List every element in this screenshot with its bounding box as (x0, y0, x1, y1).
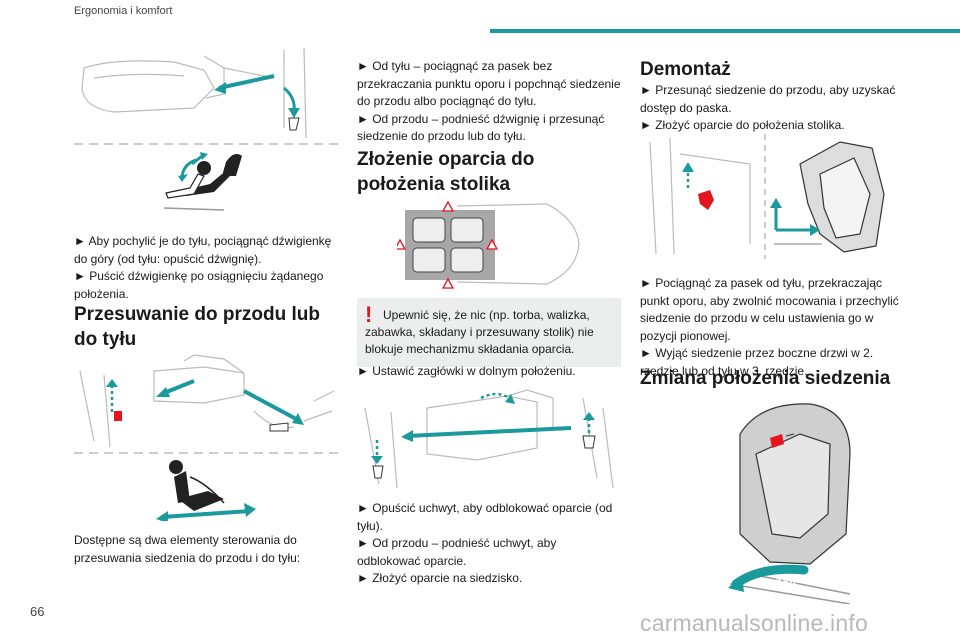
slide-instructions: ► Od tyłu – pociągnąć za pasek bez przek… (357, 58, 621, 146)
seat-layout-diagram (397, 200, 587, 290)
seat-rotation-illustration: 180° (700, 394, 870, 604)
header-bar (490, 29, 960, 33)
recline-instructions: ► Aby pochylić je do tyłu, pociągnąć dźw… (74, 233, 340, 303)
header-title: Ergonomia i komfort (74, 5, 173, 17)
slide-step-2: ► Od przodu – podnieść dźwignię i przesu… (357, 111, 605, 144)
removal-step-2: ► Złożyć oparcie do położenia stolika. (640, 118, 845, 132)
page-number: 66 (30, 604, 45, 619)
warning-icon: ! (365, 302, 373, 327)
section-heading-table-position: Złożenie oparcia do położenia stolika (357, 149, 535, 195)
removal-step-1: ► Przesunąć siedzenie do przodu, aby uzy… (640, 83, 896, 115)
fold-instructions: ► Opuścić uchwyt, aby odblokować oparcie… (357, 500, 621, 588)
watermark: carmanualsonline.info (640, 610, 868, 636)
warning-text: Upewnić się, że nic (np. torba, walizka,… (365, 308, 594, 356)
removal-step-4: ► Wyjąć siedzenie przez boczne drzwi w 2… (640, 346, 874, 378)
removal-instructions-2: ► Pociągnąć za pasek od tyłu, przekracza… (640, 275, 908, 380)
section-heading-removal: Demontaż (640, 59, 731, 80)
section-heading-seat-position: Zmiana położenia siedzenia (640, 368, 891, 389)
backrest-fold-illustration (357, 388, 621, 493)
section-heading-slide: Przesuwanie do przodu lub do tyłu (74, 304, 320, 350)
recline-step-1: ► Aby pochylić je do tyłu, pociągnąć dźw… (74, 234, 332, 266)
fold-step-2: ► Od przodu – podnieść uchwyt, aby odblo… (357, 536, 557, 568)
removal-step-3: ► Pociągnąć za pasek od tyłu, przekracza… (640, 276, 899, 343)
fold-step-1: ► Opuścić uchwyt, aby odblokować oparcie… (357, 501, 613, 533)
rotation-label: 180° (776, 575, 801, 589)
seat-slide-illustration (74, 351, 340, 521)
warning-note: ! Upewnić się, że nic (np. torba, walizk… (357, 298, 621, 367)
slide-step-1: ► Od tyłu – pociągnąć za pasek bez przek… (357, 59, 621, 108)
removal-instructions: ► Przesunąć siedzenie do przodu, aby uzy… (640, 82, 908, 135)
fold-step-3: ► Złożyć oparcie na siedzisko. (357, 571, 523, 585)
recline-step-2: ► Puścić dźwigienkę po osiągnięciu żądan… (74, 269, 324, 301)
seat-recline-illustration (74, 48, 340, 218)
headrest-instruction: ► Ustawić zagłówki w dolnym położeniu. (357, 364, 576, 378)
slide-intro: Dostępne są dwa elementy sterowania do p… (74, 533, 301, 565)
seat-removal-illustration (640, 134, 908, 259)
